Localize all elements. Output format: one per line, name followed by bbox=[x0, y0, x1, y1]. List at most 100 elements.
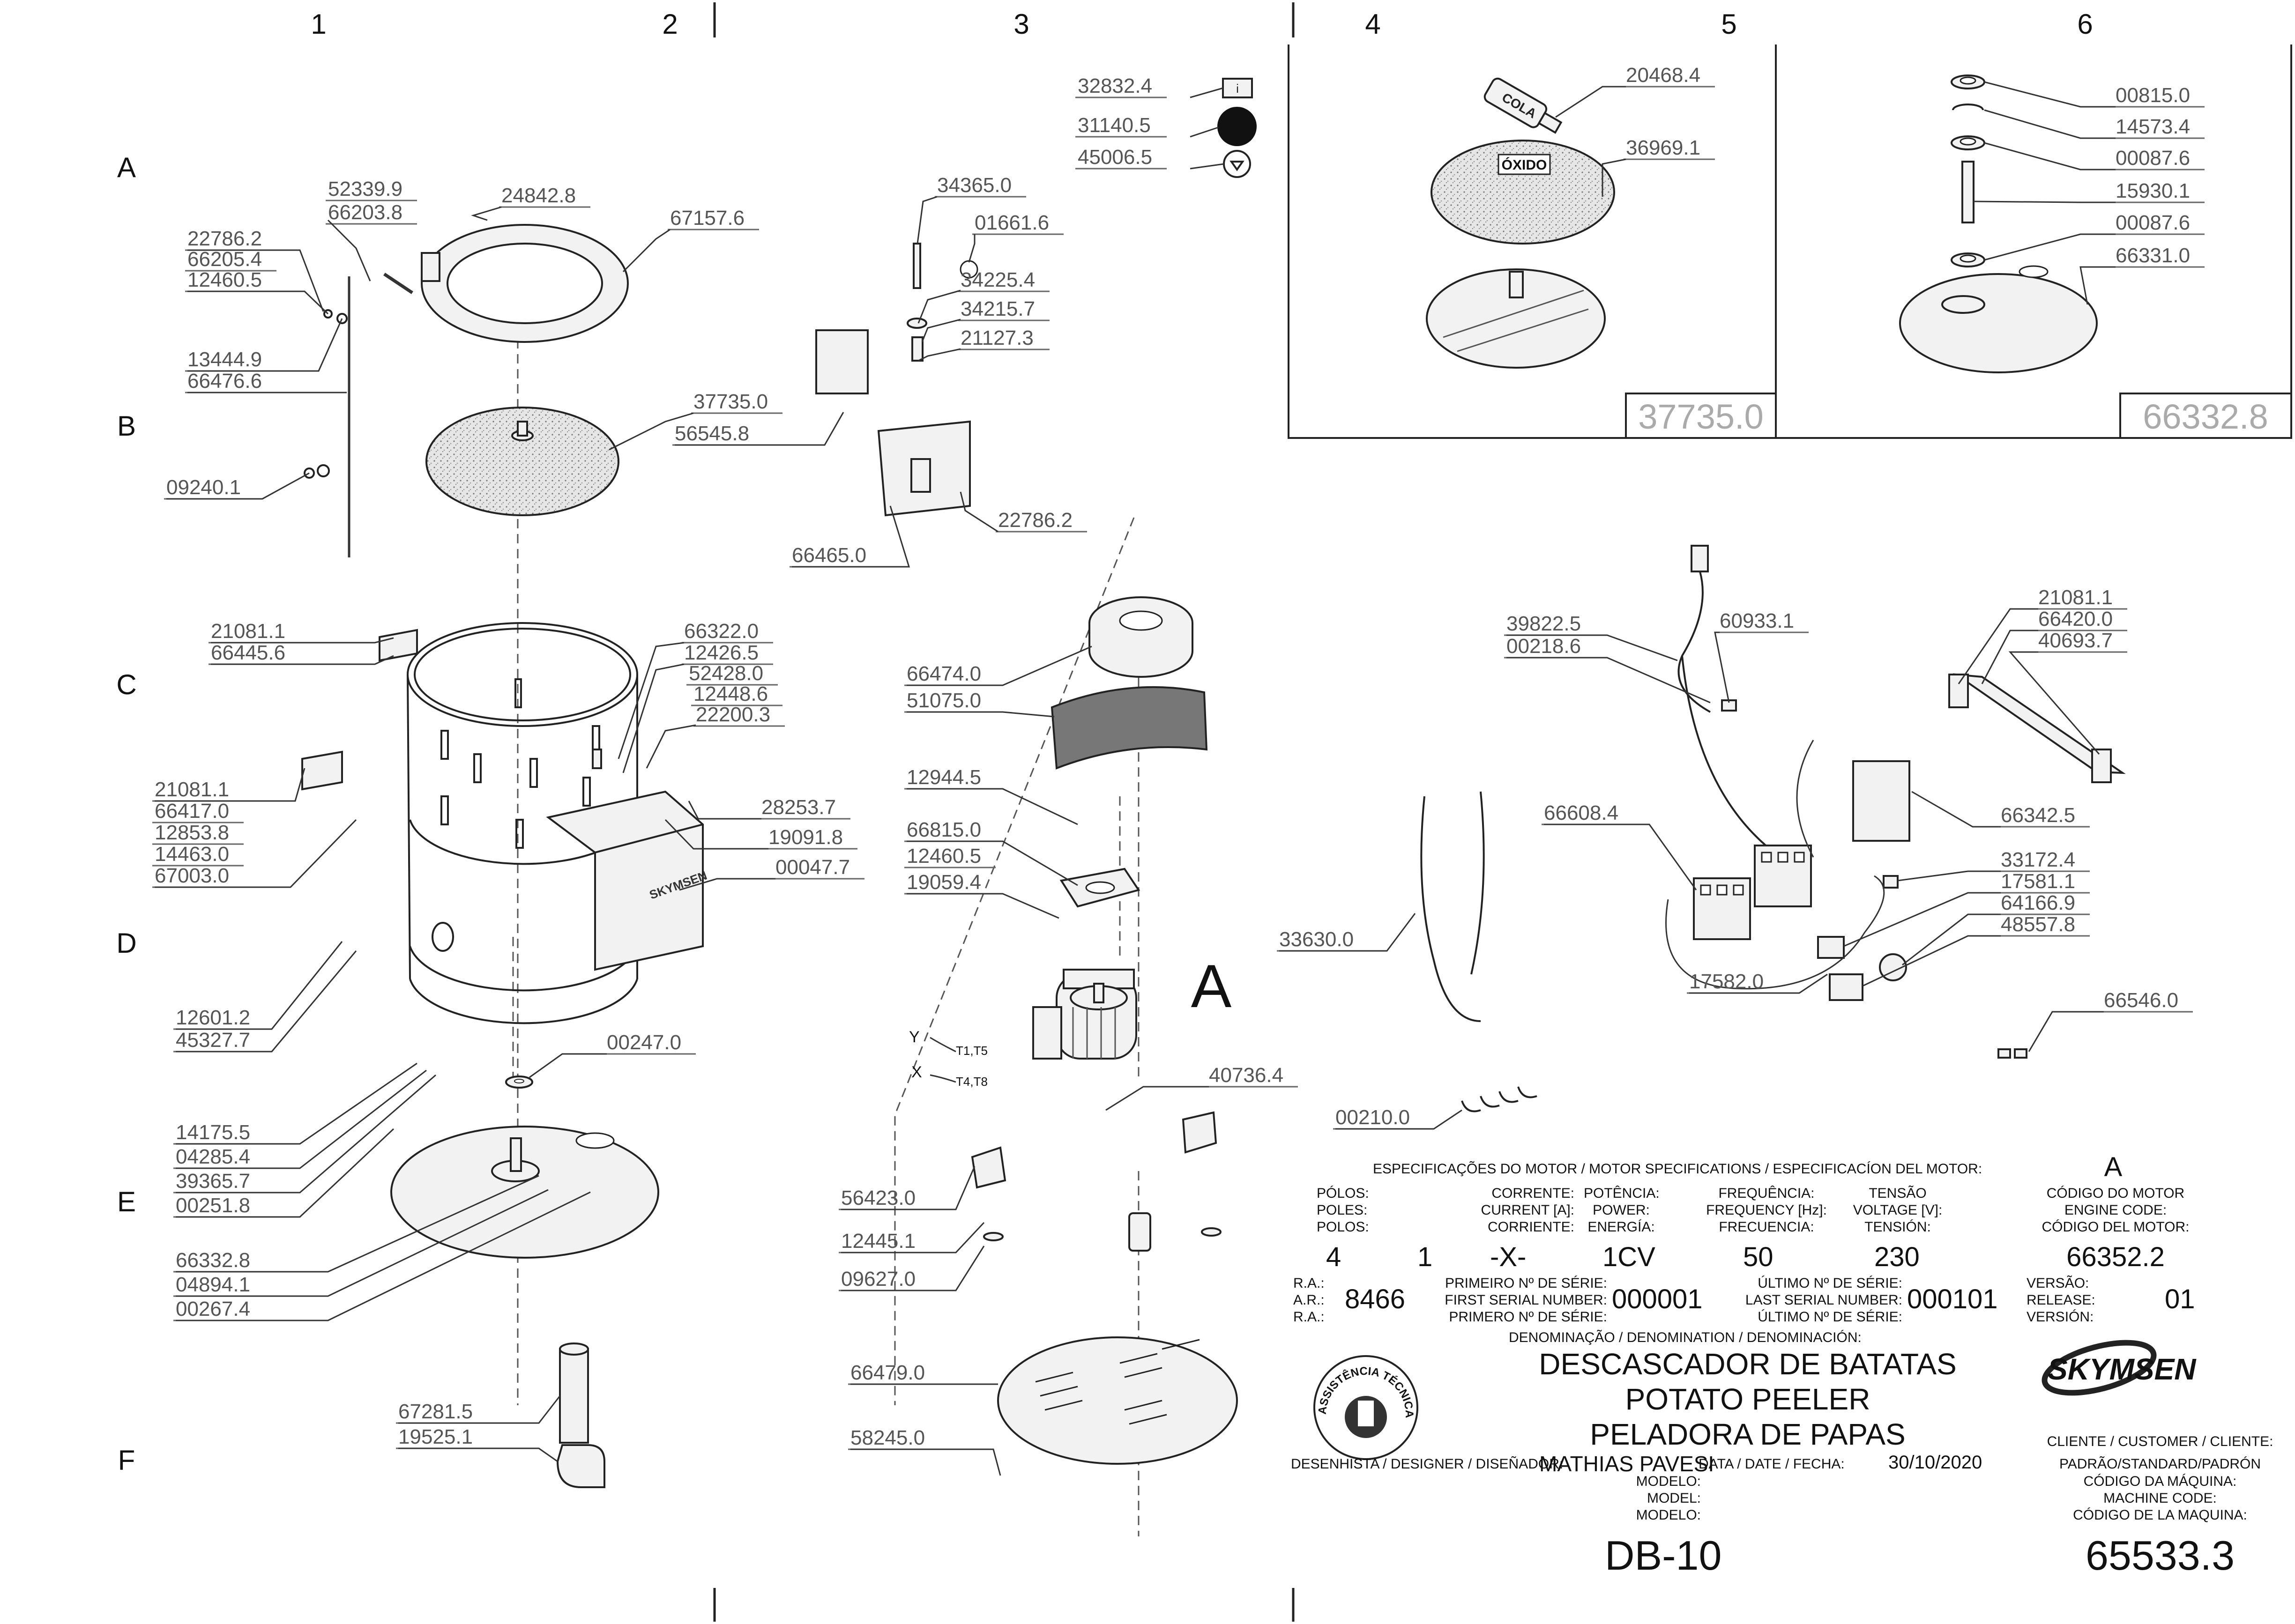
designer-label: DESENHISTA / DESIGNER / DISEÑADOR: bbox=[1291, 1456, 1564, 1472]
din-rail bbox=[1952, 673, 2126, 774]
part-number-label: 00218.6 bbox=[1506, 635, 1581, 658]
part-number-label: 66331.0 bbox=[2116, 244, 2190, 267]
frequency-value: 50 bbox=[1743, 1242, 1773, 1272]
grid-row-a: A bbox=[117, 152, 136, 183]
part-number-label: 17582.0 bbox=[1689, 970, 1764, 993]
grid-col-1: 1 bbox=[311, 8, 326, 40]
last-serial-label: ÚLTIMO Nº DE SÉRIE:LAST SERIAL NUMBER:ÚL… bbox=[1745, 1275, 1902, 1325]
current-qty-value: 1 bbox=[1417, 1242, 1433, 1272]
part-number-label: 34215.7 bbox=[961, 297, 1035, 320]
denomination-label: DENOMINAÇÃO / DENOMINATION / DENOMINACIÓ… bbox=[1509, 1330, 1862, 1345]
part-number-label: 22786.2 bbox=[187, 227, 262, 250]
part-number-label: 33172.4 bbox=[2001, 848, 2075, 871]
part-number-label: 66205.4 bbox=[187, 248, 262, 271]
part-number-label: 66445.6 bbox=[211, 641, 285, 664]
oxide-label: ÓXIDO bbox=[1502, 157, 1547, 173]
authorized-service-seal: ASSISTÊNCIA TÉCNICA AUTORIZADA bbox=[1303, 1339, 1424, 1466]
grid-labels: 1 2 3 4 5 6 A B C D E F bbox=[116, 2, 2093, 1622]
grid-col-5: 5 bbox=[1721, 8, 1736, 40]
machine-code-label: CÓDIGO DA MÁQUINA:MACHINE CODE:CÓDIGO DE… bbox=[2073, 1474, 2247, 1523]
part-number-label: 66417.0 bbox=[155, 800, 229, 823]
part-number-label: 12448.6 bbox=[693, 682, 768, 705]
part-number-label: 36969.1 bbox=[1626, 136, 1700, 159]
frequency-label: FREQUÊNCIA:FREQUENCY [Hz]:FRECUENCIA: bbox=[1706, 1186, 1827, 1235]
date-value: 30/10/2020 bbox=[1888, 1452, 1982, 1473]
drain-tube bbox=[559, 1348, 589, 1444]
part-number-label: 66332.8 bbox=[176, 1249, 250, 1272]
part-number-label: 00251.8 bbox=[176, 1194, 250, 1217]
part-number-label: 52339.9 bbox=[328, 178, 402, 200]
part-number-label: 21081.1 bbox=[2038, 586, 2113, 609]
model-label: MODELO:MODEL:MODELO: bbox=[1636, 1474, 1701, 1523]
part-number-label: 28253.7 bbox=[761, 796, 836, 819]
abrasive-disk bbox=[425, 407, 619, 516]
part-number-label: 67157.6 bbox=[670, 207, 745, 230]
part-number-label: 00047.7 bbox=[775, 856, 850, 879]
drive-belt bbox=[1051, 686, 1208, 770]
part-number-label: 40693.7 bbox=[2038, 629, 2113, 652]
current-value: -X- bbox=[1490, 1242, 1527, 1272]
abrasive-disk-detail bbox=[1431, 140, 1615, 245]
main-assembly: SKYMSEN i bbox=[301, 78, 1257, 1536]
relay-module bbox=[1852, 760, 1910, 842]
grid-col-6: 6 bbox=[2077, 8, 2093, 40]
drain-elbow bbox=[556, 1444, 605, 1488]
first-serial-label: PRIMEIRO Nº DE SÉRIE:FIRST SERIAL NUMBER… bbox=[1445, 1275, 1607, 1325]
client-value: PADRÃO/STANDARD/PADRÓN bbox=[2059, 1456, 2261, 1472]
last-serial-value: 000101 bbox=[1907, 1284, 1998, 1314]
part-number-label: 00247.0 bbox=[607, 1031, 681, 1054]
shaft-assembly-detail bbox=[1899, 74, 2098, 373]
part-number-label: 52428.0 bbox=[689, 662, 763, 685]
motor-spec-heading: ESPECIFICAÇÕES DO MOTOR / MOTOR SPECIFIC… bbox=[1373, 1161, 1982, 1177]
part-number-label: 00087.6 bbox=[2116, 147, 2190, 170]
part-number-label: 00267.4 bbox=[176, 1298, 250, 1320]
grid-col-2: 2 bbox=[662, 8, 678, 40]
part-number-label: 15930.1 bbox=[2116, 179, 2190, 202]
part-number-label: 56545.8 bbox=[675, 422, 749, 445]
part-number-label: 60933.1 bbox=[1720, 609, 1794, 632]
part-number-label: 04894.1 bbox=[176, 1273, 250, 1296]
part-number-label: 64166.9 bbox=[2001, 891, 2075, 914]
part-number-label: 66322.0 bbox=[684, 620, 759, 643]
part-number-label: 34225.4 bbox=[961, 268, 1035, 291]
black-knob-icon bbox=[1217, 107, 1257, 146]
base-plate bbox=[997, 1336, 1238, 1465]
denomination-en: POTATO PEELER bbox=[1625, 1382, 1870, 1416]
part-number-label: 22786.2 bbox=[998, 509, 1073, 532]
part-number-label: 14573.4 bbox=[2116, 115, 2190, 138]
part-number-label: 19525.1 bbox=[398, 1425, 473, 1448]
plate-detail bbox=[1426, 268, 1606, 369]
part-number-label: 12460.5 bbox=[907, 845, 981, 868]
part-number-label: 24842.8 bbox=[501, 184, 576, 207]
power-plug bbox=[1691, 545, 1709, 572]
part-number-label: 66342.5 bbox=[2001, 804, 2075, 827]
motor-callout-letter: A bbox=[1191, 952, 1232, 1020]
part-number-label: 13444.9 bbox=[187, 348, 262, 371]
client-label: CLIENTE / CUSTOMER / CLIENTE: bbox=[2047, 1434, 2273, 1449]
part-number-label: 51075.0 bbox=[907, 689, 981, 712]
motor bbox=[1032, 969, 1137, 1060]
cover-panel bbox=[815, 329, 869, 394]
ra-label: R.A.:A.R.:R.A.: bbox=[1293, 1275, 1325, 1325]
part-number-label: 12944.5 bbox=[907, 766, 981, 789]
part-number-label: 00087.6 bbox=[2116, 211, 2190, 234]
grid-row-d: D bbox=[116, 927, 136, 959]
electrical-assembly bbox=[1420, 545, 2126, 1112]
part-number-label: 39365.7 bbox=[176, 1170, 250, 1193]
part-number-label: 00210.0 bbox=[1335, 1106, 1410, 1129]
wire-label-y: Y bbox=[909, 1028, 920, 1046]
grid-row-b: B bbox=[117, 410, 136, 442]
part-number-label: 67003.0 bbox=[155, 864, 229, 887]
machine-code-value: 65533.3 bbox=[2085, 1532, 2235, 1579]
detail-code-right: 66332.8 bbox=[2143, 397, 2268, 436]
detail-code-box-left bbox=[1625, 393, 1777, 439]
part-number-label: 58245.0 bbox=[850, 1426, 925, 1449]
part-number-label: 66608.4 bbox=[1544, 801, 1618, 824]
part-number-label: 21081.1 bbox=[155, 778, 229, 801]
part-number-label: 04285.4 bbox=[176, 1145, 250, 1168]
part-number-label: 56423.0 bbox=[841, 1186, 916, 1209]
ra-value: 8466 bbox=[1345, 1284, 1406, 1314]
part-number-label: 66203.8 bbox=[328, 201, 402, 224]
